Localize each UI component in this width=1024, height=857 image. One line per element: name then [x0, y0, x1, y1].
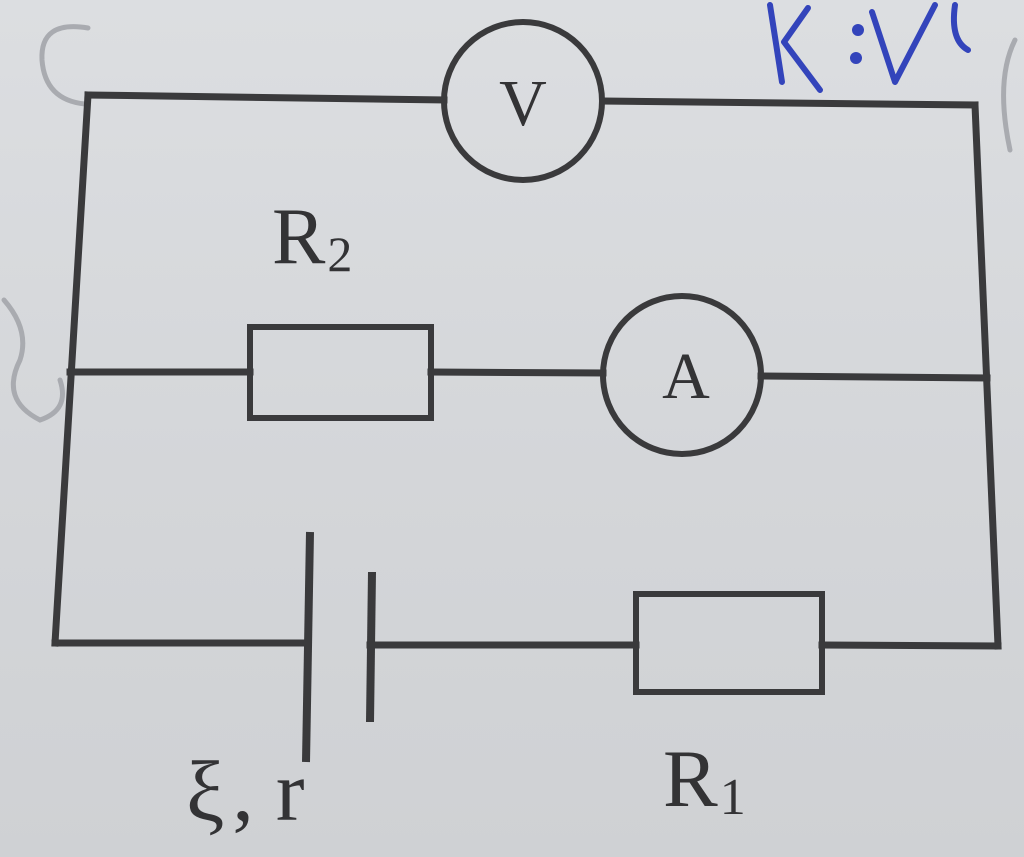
ammeter-symbol: A [662, 340, 710, 413]
wire-mid-center [427, 368, 607, 377]
ink-dot-top [852, 24, 864, 36]
wire-top-left [84, 91, 448, 104]
margin-mark-top [39, 24, 91, 107]
ink-stroke-k-arms [781, 5, 823, 93]
r2-label: R2 [272, 193, 352, 282]
margin-mark-right [1001, 37, 1018, 153]
ink-dot-bottom [850, 52, 862, 64]
resistor-r1 [633, 591, 825, 695]
ink-stroke-k-stem [767, 2, 785, 85]
r1-label: R1 [663, 733, 746, 826]
wire-bottom-right [818, 641, 1002, 650]
resistor-r1-body [633, 591, 825, 695]
wire-mid-right [757, 372, 991, 382]
voltmeter-symbol: V [499, 67, 547, 140]
resistor-r2-body [247, 324, 434, 421]
battery-source [302, 531, 376, 763]
source-label: ξ,r [186, 743, 304, 839]
ammeter: A [600, 293, 764, 457]
voltmeter-circle [441, 19, 605, 183]
resistor-r2 [247, 324, 434, 421]
battery-long-plate [302, 531, 314, 763]
handwritten-note [767, 2, 971, 93]
voltmeter: V [441, 19, 605, 183]
ink-stroke-tail [950, 2, 971, 53]
margin-mark-left [1, 297, 65, 423]
wire-top-right [599, 97, 979, 109]
ink-stroke-v [869, 2, 938, 85]
